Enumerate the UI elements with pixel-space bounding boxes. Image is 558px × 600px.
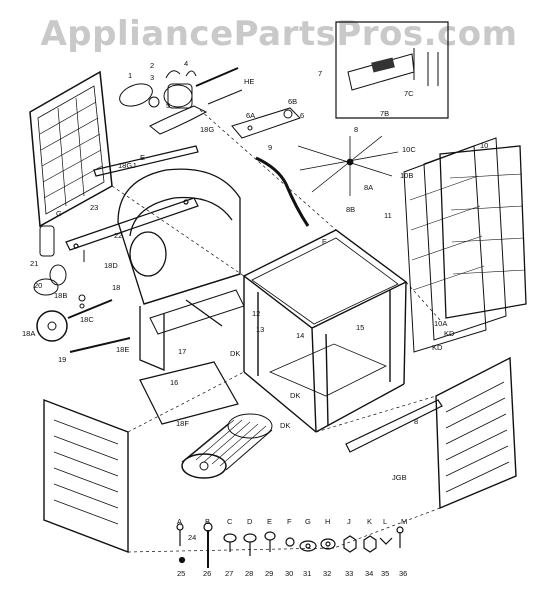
callout-label-20: 20 xyxy=(34,281,42,290)
callout-label-2: 2 xyxy=(150,61,154,70)
callout-label-19: 19 xyxy=(58,355,66,364)
motor-assembly xyxy=(119,67,243,135)
callout-label-jgb: JGB xyxy=(392,473,407,482)
callout-label-he: HE xyxy=(244,77,254,86)
water-hose xyxy=(255,156,310,227)
callout-label-5: 5 xyxy=(166,101,170,110)
callout-label-e: E xyxy=(140,153,145,162)
float-valve-detail-box xyxy=(335,21,449,119)
evaporative-pad-panels xyxy=(403,137,527,353)
hardware-number-28: 28 xyxy=(245,569,253,578)
callout-label-18e: 18E xyxy=(116,345,129,354)
hardware-number-25: 25 xyxy=(177,569,185,578)
hardware-number-35: 35 xyxy=(381,569,389,578)
callout-label-14: 14 xyxy=(296,331,304,340)
callout-label-6: 6 xyxy=(300,111,304,120)
callout-label-18a: 18A xyxy=(22,329,35,338)
water-distributor-spider xyxy=(297,135,399,196)
callout-label-7c: 7C xyxy=(404,89,414,98)
callout-label-16: 16 xyxy=(170,378,178,387)
cabinet-frame xyxy=(242,229,408,433)
callout-label-10a: 10A xyxy=(434,319,447,328)
callout-label-18b: 18B xyxy=(54,291,67,300)
callout-label-g: G xyxy=(56,209,62,218)
callout-label-8b: 8B xyxy=(346,205,355,214)
motor-pulley-parts xyxy=(33,225,113,342)
callout-label-18f: 18F xyxy=(176,419,189,428)
callout-label-13: 13 xyxy=(256,325,264,334)
callout-label-10c: 10C xyxy=(402,145,416,154)
hardware-number-27: 27 xyxy=(225,569,233,578)
callout-label-kd2: KD xyxy=(432,343,443,352)
callout-label-11: 11 xyxy=(384,211,392,220)
callout-label-18g: 18G xyxy=(200,125,214,134)
callout-label-21: 21 xyxy=(30,259,38,268)
callout-label-10b: 10B xyxy=(400,171,413,180)
hardware-letter-e: E xyxy=(267,517,272,526)
callout-label-23: 23 xyxy=(90,203,98,212)
hardware-letter-l: L xyxy=(383,517,387,526)
callout-label-6a: 6A xyxy=(246,111,255,120)
callout-label-7: 7 xyxy=(318,69,322,78)
hardware-number-33: 33 xyxy=(345,569,353,578)
watermark-text: AppliancePartsPros.com xyxy=(40,14,518,54)
motor-mount-bracket xyxy=(231,107,301,139)
blower-housing xyxy=(117,168,241,371)
hardware-letter-f: F xyxy=(287,517,292,526)
callout-label-15: 15 xyxy=(356,323,364,332)
blower-shaft xyxy=(69,337,131,353)
front-louver-panel xyxy=(43,398,129,554)
callout-label-9: 9 xyxy=(268,143,272,152)
callout-label-1: 1 xyxy=(128,71,132,80)
callout-label-18d: 18D xyxy=(104,261,118,270)
callout-label-12: 12 xyxy=(252,309,260,318)
hardware-number-34: 34 xyxy=(365,569,373,578)
callout-label-7b: 7B xyxy=(380,109,389,118)
callout-label-18gj: 18GJ xyxy=(118,161,136,170)
hardware-number-32: 32 xyxy=(323,569,331,578)
callout-label-18: 18 xyxy=(112,283,120,292)
callout-label-8a: 8A xyxy=(364,183,373,192)
side-louver-panel-right xyxy=(435,356,517,510)
hardware-number-31: 31 xyxy=(303,569,311,578)
hardware-letter-d: D xyxy=(247,517,253,526)
callout-label-f: F xyxy=(322,237,327,246)
hardware-letter-j: J xyxy=(347,517,351,526)
hardware-number-30: 30 xyxy=(285,569,293,578)
hardware-letter-k: K xyxy=(367,517,372,526)
hardware-letter-g: G xyxy=(305,517,311,526)
base-plates xyxy=(139,289,245,425)
blower-wheel xyxy=(181,413,273,479)
assembly-guide-lines xyxy=(111,109,441,553)
hardware-number-36: 36 xyxy=(399,569,407,578)
callout-label-dk3: DK xyxy=(280,421,290,430)
callout-label-4: 4 xyxy=(184,59,188,68)
callout-label-6b: 6B xyxy=(288,97,297,106)
callout-label-17: 17 xyxy=(178,347,186,356)
callout-label-gb: 8 xyxy=(414,417,418,426)
hardware-number-26: 26 xyxy=(203,569,211,578)
callout-label-8: 8 xyxy=(354,125,358,134)
hardware-letter-c: C xyxy=(227,517,233,526)
hardware-glyphs xyxy=(176,522,404,568)
hardware-number-29: 29 xyxy=(265,569,273,578)
hardware-number-24: 24 xyxy=(188,533,196,542)
callout-label-18c: 18C xyxy=(80,315,94,324)
callout-label-kd1: KD xyxy=(444,329,455,338)
callout-label-dk2: DK xyxy=(290,391,300,400)
callout-label-dk1: DK xyxy=(230,349,240,358)
callout-label-3: 3 xyxy=(150,73,154,82)
hardware-letter-b: B xyxy=(205,517,210,526)
hardware-letter-h: H xyxy=(325,517,330,526)
bottom-rail xyxy=(345,399,443,453)
hardware-letter-a: A xyxy=(177,517,182,526)
callout-label-10: 10 xyxy=(480,141,488,150)
hardware-letter-m: M xyxy=(401,517,407,526)
rear-louver-panel-left xyxy=(29,70,113,228)
mounting-rails xyxy=(65,145,199,251)
callout-label-22: 22 xyxy=(114,231,122,240)
